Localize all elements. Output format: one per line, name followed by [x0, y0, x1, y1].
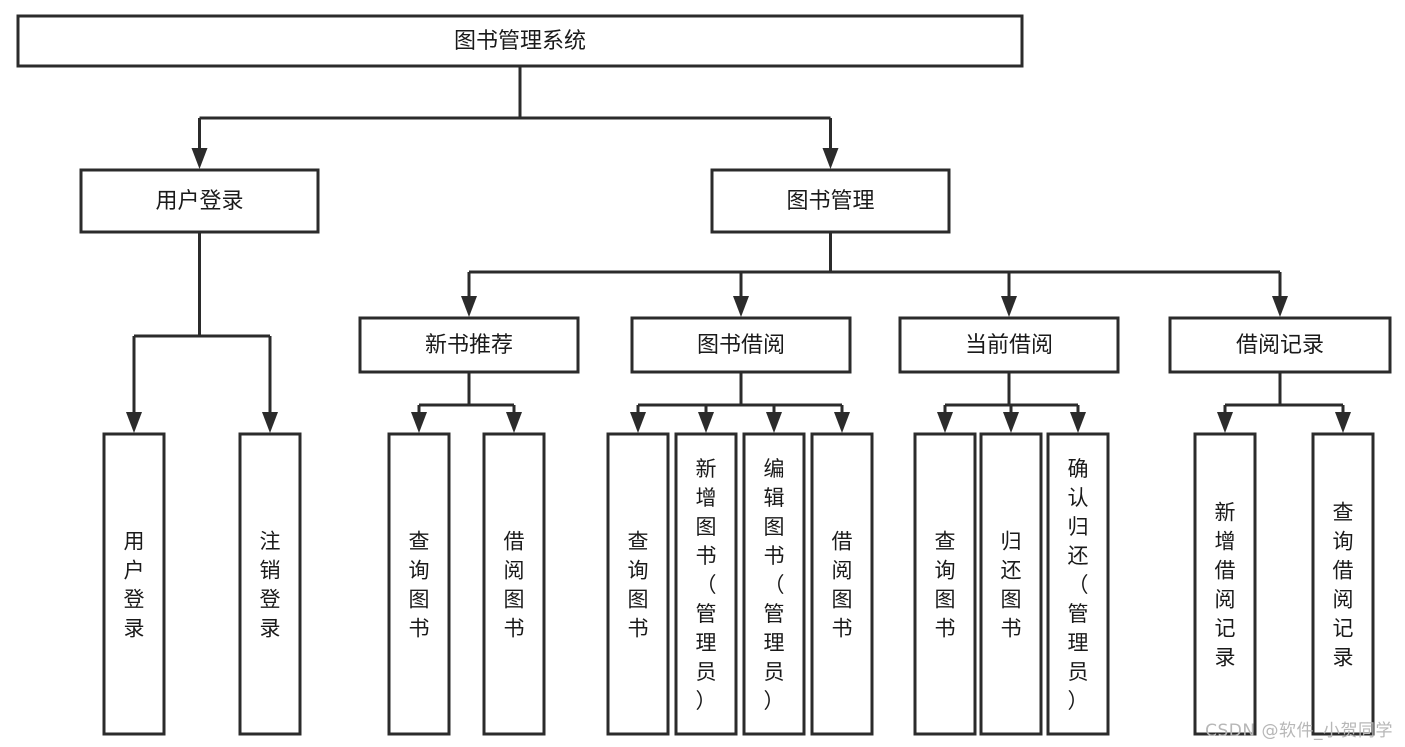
- arrow-head-icon: [1217, 412, 1233, 433]
- node-box[interactable]: [358, 316, 580, 374]
- node-box[interactable]: [810, 432, 874, 736]
- node-label: 注销登录: [260, 530, 281, 641]
- arrow-head-icon: [1003, 412, 1019, 433]
- connector-group-current-borrow: [937, 372, 1086, 433]
- node-box[interactable]: [630, 316, 852, 374]
- connector-group-book-borrow: [630, 372, 850, 433]
- node-leaf-confirm-return-admin[interactable]: 确认归还（管理员）: [1046, 432, 1110, 736]
- node-label: 当前借阅: [965, 333, 1053, 358]
- node-label: 查询借阅记录: [1333, 501, 1354, 670]
- node-user-login[interactable]: 用户登录: [79, 168, 320, 234]
- node-label: 查询图书: [935, 530, 956, 641]
- arrow-head-icon: [937, 412, 953, 433]
- arrow-head-icon: [191, 148, 208, 169]
- node-leaf-borrow-book-1[interactable]: 借阅图书: [482, 432, 546, 736]
- arrow-head-icon: [1335, 412, 1351, 433]
- node-label: 编辑图书（管理员）: [764, 457, 785, 713]
- node-box[interactable]: [1046, 432, 1110, 736]
- arrow-head-icon: [1001, 296, 1017, 317]
- arrow-head-icon: [733, 296, 749, 317]
- arrow-head-icon: [834, 412, 850, 433]
- arrow-head-icon: [630, 412, 646, 433]
- node-box[interactable]: [16, 14, 1024, 68]
- node-leaf-user-logout[interactable]: 注销登录: [238, 432, 302, 736]
- node-box[interactable]: [898, 316, 1120, 374]
- node-label: 新书推荐: [425, 333, 513, 358]
- node-layer: 图书管理系统用户登录图书管理新书推荐图书借阅当前借阅借阅记录用户登录注销登录查询…: [16, 14, 1392, 736]
- node-label: 图书管理系统: [454, 29, 586, 54]
- arrow-head-icon: [1070, 412, 1086, 433]
- connector-group-book-manage: [461, 232, 1288, 317]
- arrow-head-icon: [262, 412, 278, 433]
- arrow-head-icon: [1272, 296, 1288, 317]
- connector-group-new-book-recommend: [411, 372, 522, 433]
- arrow-head-icon: [506, 412, 522, 433]
- node-box[interactable]: [79, 168, 320, 234]
- arrow-head-icon: [411, 412, 427, 433]
- node-leaf-add-borrow-record[interactable]: 新增借阅记录: [1193, 432, 1257, 736]
- node-leaf-query-borrow-record[interactable]: 查询借阅记录: [1311, 432, 1375, 736]
- node-box[interactable]: [482, 432, 546, 736]
- node-leaf-query-book-3[interactable]: 查询图书: [913, 432, 977, 736]
- node-leaf-user-login[interactable]: 用户登录: [102, 432, 166, 736]
- arrow-head-icon: [698, 412, 714, 433]
- arrow-head-icon: [766, 412, 782, 433]
- node-borrow-record[interactable]: 借阅记录: [1168, 316, 1392, 374]
- node-book-manage[interactable]: 图书管理: [710, 168, 951, 234]
- node-label: 图书管理: [786, 189, 874, 214]
- node-label: 借阅记录: [1236, 333, 1324, 358]
- arrow-head-icon: [461, 296, 477, 317]
- node-box[interactable]: [742, 432, 806, 736]
- arrow-head-icon: [126, 412, 142, 433]
- node-box[interactable]: [1311, 432, 1375, 736]
- connector-group-user-login: [126, 232, 278, 433]
- node-label: 归还图书: [1001, 530, 1022, 641]
- node-box[interactable]: [387, 432, 451, 736]
- node-label: 借阅图书: [504, 530, 525, 641]
- node-box[interactable]: [606, 432, 670, 736]
- node-label: 确认归还（管理员）: [1068, 457, 1089, 713]
- node-leaf-edit-book-admin[interactable]: 编辑图书（管理员）: [742, 432, 806, 736]
- node-box[interactable]: [979, 432, 1043, 736]
- node-leaf-query-book-1[interactable]: 查询图书: [387, 432, 451, 736]
- node-label: 新增图书（管理员）: [696, 457, 717, 713]
- node-leaf-query-book-2[interactable]: 查询图书: [606, 432, 670, 736]
- arrow-head-icon: [822, 148, 839, 169]
- node-label: 用户登录: [124, 530, 145, 641]
- connector-layer: [126, 66, 1351, 433]
- node-box[interactable]: [238, 432, 302, 736]
- node-box[interactable]: [710, 168, 951, 234]
- watermark-label: CSDN @软件_小贺同学: [1205, 721, 1393, 741]
- node-label: 图书借阅: [697, 333, 785, 358]
- connector-group-borrow-record: [1217, 372, 1351, 433]
- node-label: 用户登录: [155, 189, 243, 214]
- node-leaf-return-book[interactable]: 归还图书: [979, 432, 1043, 736]
- node-box[interactable]: [1193, 432, 1257, 736]
- node-label: 借阅图书: [832, 530, 853, 641]
- node-label: 查询图书: [628, 530, 649, 641]
- node-box[interactable]: [913, 432, 977, 736]
- node-new-book-recommend[interactable]: 新书推荐: [358, 316, 580, 374]
- node-box[interactable]: [674, 432, 738, 736]
- node-label: 新增借阅记录: [1215, 501, 1236, 670]
- node-leaf-borrow-book-2[interactable]: 借阅图书: [810, 432, 874, 736]
- connector-group-root: [191, 66, 839, 169]
- node-box[interactable]: [102, 432, 166, 736]
- node-leaf-add-book-admin[interactable]: 新增图书（管理员）: [674, 432, 738, 736]
- node-box[interactable]: [1168, 316, 1392, 374]
- node-current-borrow[interactable]: 当前借阅: [898, 316, 1120, 374]
- node-label: 查询图书: [409, 530, 430, 641]
- node-root[interactable]: 图书管理系统: [16, 14, 1024, 68]
- node-book-borrow[interactable]: 图书借阅: [630, 316, 852, 374]
